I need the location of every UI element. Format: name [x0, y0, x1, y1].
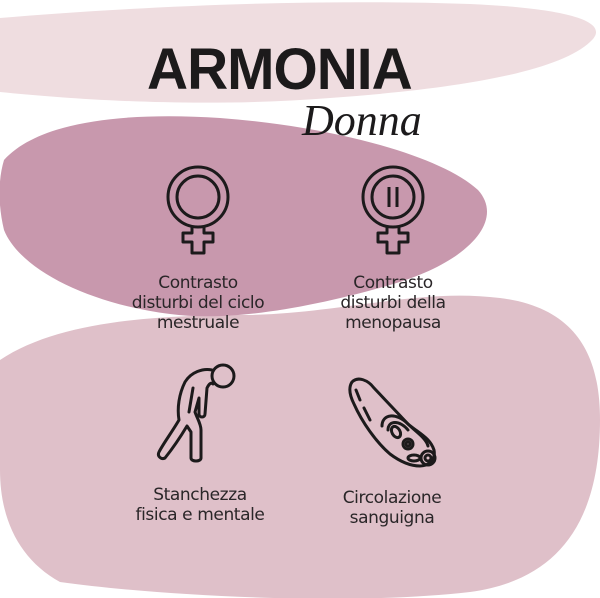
brand-title: ARMONIA: [147, 37, 413, 102]
feature-label-line: disturbi del ciclo: [131, 293, 265, 313]
feature-circulation: Circolazione sanguigna: [292, 374, 492, 528]
feature-label-line: mestruale: [156, 313, 240, 333]
feature-menopause: Contrasto disturbi della menopausa: [293, 163, 493, 333]
feature-label-line: Circolazione: [342, 488, 442, 508]
top-blob: [0, 2, 597, 103]
feature-fatigue: Stanchezza fisica e mentale: [100, 362, 300, 525]
middle-blob: [0, 116, 487, 317]
feature-label-line: sanguigna: [349, 508, 435, 528]
female-symbol-icon: [166, 165, 230, 255]
blood-vessel-icon: [348, 377, 437, 468]
feature-label-line: Contrasto: [158, 273, 238, 293]
tired-person-icon: [157, 363, 236, 463]
feature-label-line: menopausa: [345, 313, 441, 333]
bottom-blob: [0, 295, 600, 598]
brand-subtitle: Donna: [302, 96, 422, 145]
feature-menstrual: Contrasto disturbi del ciclo mestruale: [98, 163, 298, 333]
feature-label-line: fisica e mentale: [135, 505, 265, 525]
feature-label-line: disturbi della: [340, 293, 446, 313]
menopause-symbol-icon: [361, 165, 425, 255]
feature-label-line: Contrasto: [353, 273, 433, 293]
feature-label-line: Stanchezza: [153, 485, 247, 505]
